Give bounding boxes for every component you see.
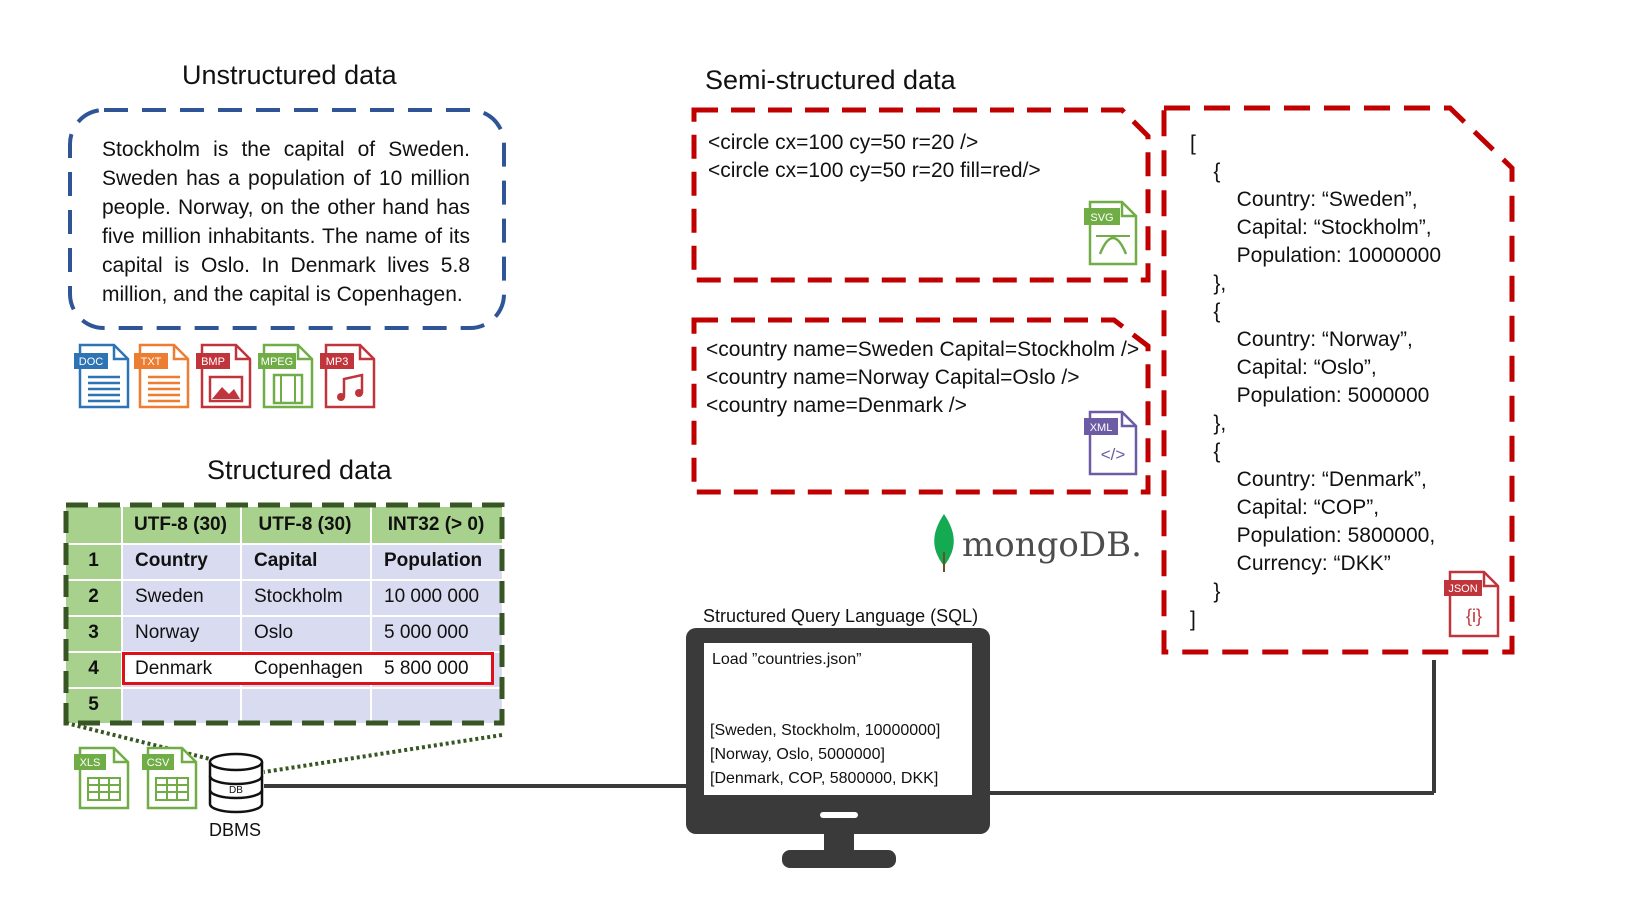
xls-file-icon-label: XLS [80,757,101,769]
xls-file-icon: XLS [74,746,130,810]
unstructured-box [68,108,506,330]
txt-file-icon-label: TXT [141,356,162,368]
xml-code-box [691,317,1151,495]
svg-code-line: <circle cx=100 cy=50 r=20 /> [708,131,979,154]
svg-file-icon: SVG [1084,200,1138,266]
xml-code-line: <country name=Denmark /> [706,394,967,417]
unstructured-title: Unstructured data [182,60,397,90]
json-code-box [1161,105,1515,655]
svg-text:</>: </> [1101,445,1126,464]
row-number: 1 [88,550,99,571]
mongodb-leaf-icon [934,514,954,572]
sql-output: [Sweden, Stockholm, 10000000] [Norway, O… [710,722,941,787]
json-file-icon-glyph: {i} [1466,606,1482,626]
unstructured-text: Stockholm is the capital of Sweden. Swed… [102,138,470,306]
table-cell: Sweden [135,586,204,607]
doc-file-icon: DOC [74,343,130,409]
row-number: 2 [88,586,99,607]
table-cell: Oslo [254,622,294,643]
svg-file-icon-label: SVG [1090,212,1113,224]
row-number: 5 [88,694,99,715]
row-number: 4 [88,658,99,679]
bmp-file-icon: BMP [196,343,252,409]
svg-code-line: <circle cx=100 cy=50 r=20 fill=red/> [708,159,1041,182]
svg-code-lines: <circle cx=100 cy=50 r=20 /> <circle cx=… [708,129,1041,185]
svg-code-box [691,107,1151,283]
semi-structured-title: Semi-structured data [705,65,956,95]
json-file-icon-label: JSON [1448,583,1477,595]
xml-code-line: <country name=Norway Capital=Oslo /> [706,366,1080,389]
bmp-file-icon-label: BMP [201,356,225,368]
mongodb-logo: mongoDB. [962,525,1142,565]
sql-command: Load ”countries.json” [712,651,862,668]
structured-table: UTF-8 (30) UTF-8 (30) INT32 (> 0) 1 2 3 … [66,507,502,723]
mpeg-file-icon: MPEG [258,343,314,409]
highlighted-row [122,652,494,685]
table-cell: Population [384,550,483,571]
doc-file-icon-label: DOC [79,356,104,368]
csv-file-icon: CSV [142,746,198,810]
structured-title: Structured data [207,455,392,485]
database-icon-label: DB [229,785,243,796]
dbms-label: DBMS [209,820,262,840]
table-cell: Capital [254,550,318,571]
unstructured-file-icons: DOC TXT BMP MPEG MP3 [74,343,384,413]
xml-code-line: <country name=Sweden Capital=Stockholm /… [706,338,1140,361]
monitor-icon [686,628,990,868]
type-header-col3: INT32 (> 0) [387,514,485,535]
row-number: 3 [88,622,99,643]
txt-file-icon: TXT [134,343,190,409]
mp3-file-icon: MP3 [320,343,376,409]
xml-file-icon: XML </> [1084,410,1138,476]
database-icon: DB [208,752,264,814]
mp3-file-icon-label: MP3 [326,356,349,368]
table-cell: Denmark [135,658,213,679]
table-cell: 5 000 000 [384,622,469,643]
json-code-text: [ { Country: “Sweden”, Capital: “Stockho… [1190,132,1442,631]
table-cell: 10 000 000 [384,586,480,607]
table-cell: 5 800 000 [384,658,469,679]
table-cell: Copenhagen [254,658,363,679]
type-header-col1: UTF-8 (30) [134,514,227,535]
type-header-col2: UTF-8 (30) [258,514,352,535]
sql-title: Structured Query Language (SQL) [703,606,979,626]
table-cell: Norway [135,622,200,643]
json-file-icon: JSON {i} [1444,570,1500,638]
table-cell: Country [135,550,208,571]
table-cell: Stockholm [254,586,343,607]
xml-code-lines: <country name=Sweden Capital=Stockholm /… [706,336,1139,420]
xml-file-icon-label: XML [1090,422,1113,434]
csv-file-icon-label: CSV [147,757,170,769]
mpeg-file-icon-label: MPEG [261,356,293,368]
